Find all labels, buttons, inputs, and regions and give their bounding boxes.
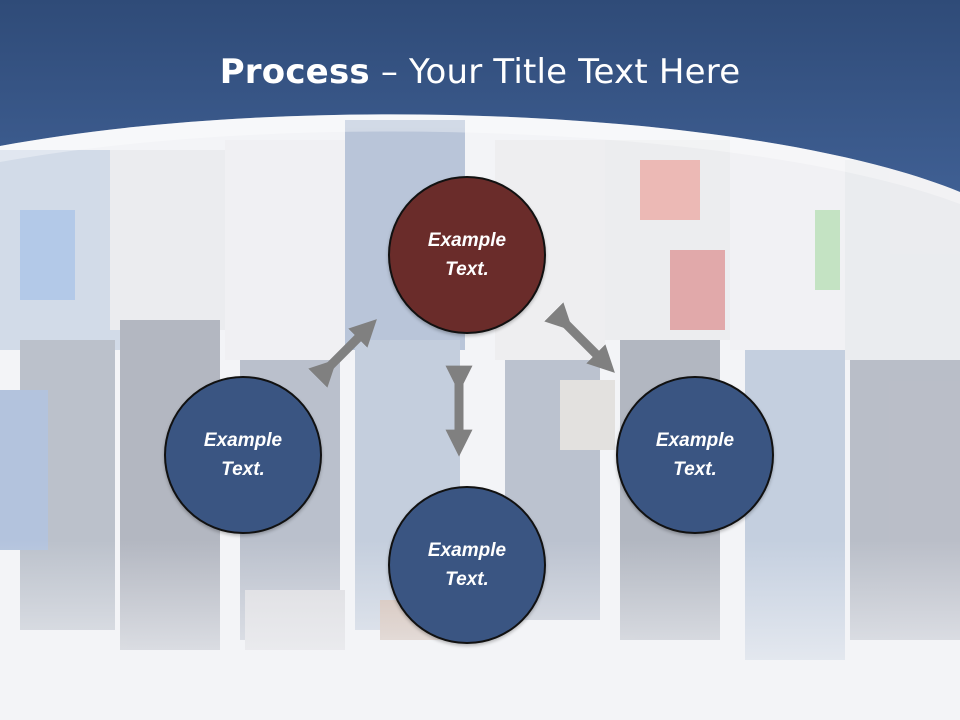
title-rest-part: – Your Title Text Here (369, 52, 741, 92)
node-right-line1: Example (655, 430, 735, 451)
node-bottom-line2: Text. (445, 569, 489, 590)
arrow-top-left (308, 319, 377, 388)
title-bold-part: Process (219, 52, 370, 92)
node-bottom-line1: Example (427, 540, 507, 561)
node-left-line1: Example (203, 430, 283, 451)
node-left[interactable]: Example Text. (164, 376, 322, 534)
node-top-line2: Text. (445, 259, 489, 280)
node-top[interactable]: Example Text. (388, 176, 546, 334)
node-left-line2: Text. (221, 459, 265, 480)
arrow-top-right (544, 302, 615, 373)
node-right[interactable]: Example Text. (616, 376, 774, 534)
title-banner (0, 0, 960, 192)
node-right-line2: Text. (673, 459, 717, 480)
node-bottom[interactable]: Example Text. (388, 486, 546, 644)
slide-title: Process – Your Title Text Here (0, 52, 960, 92)
node-top-line1: Example (427, 230, 507, 251)
